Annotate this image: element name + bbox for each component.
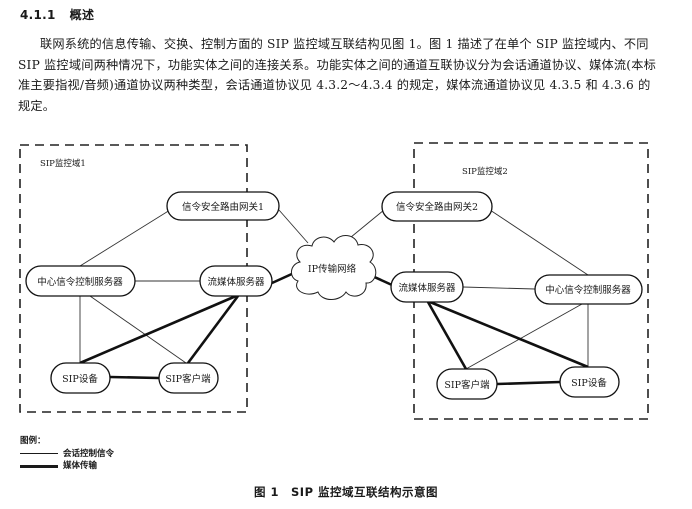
legend-item-control: 会话控制信令 [20,448,114,461]
media-media1-cloud [271,271,295,285]
ip-network-label: IP传输网络 [308,263,357,275]
section-number: 4.1.1 [20,8,56,22]
legend-label-media: 媒体传输 [63,461,98,471]
legend-label-control: 会话控制信令 [63,448,115,459]
node-gateway2: 信令安全路由网关2 [381,191,493,222]
svg-text:流媒体服务器: 流媒体服务器 [207,276,265,288]
node-media-server1: 流媒体服务器 [199,265,273,297]
legend-title: 图例： [20,436,46,446]
svg-text:信令安全路由网关1: 信令安全路由网关1 [182,201,264,213]
svg-text:信令安全路由网关2: 信令安全路由网关2 [396,201,478,213]
link-gw2-center2 [489,209,589,276]
section-heading: 4.1.1 概述 [20,6,94,23]
svg-text:SIP设备: SIP设备 [571,377,607,389]
node-center-server2: 中心信令控制服务器 [534,274,643,305]
svg-text:流媒体服务器: 流媒体服务器 [398,282,456,294]
legend-item-media: 媒体传输 [20,460,114,473]
svg-text:SIP客户端: SIP客户端 [165,373,211,385]
node-sip-device2: SIP设备 [559,366,620,398]
link-center1-client1 [89,295,187,364]
thin-line-swatch [20,453,58,455]
domain2-label: SIP监控域2 [462,166,508,177]
thick-line-swatch [20,464,58,468]
body-paragraph: 联网系统的信息传输、交换、控制方面的 SIP 监控域互联结构见图 1。图 1 描… [18,37,656,113]
media-media2-client2 [426,301,468,370]
control-links-domain1 [79,209,309,364]
svg-text:中心信令控制服务器: 中心信令控制服务器 [545,284,631,296]
link-gw1-cloud [278,209,309,244]
link-media2-center2 [462,286,536,290]
media-device1-client1 [109,375,160,380]
media-media1-client1 [186,295,240,364]
link-center2-client2 [465,303,583,370]
figure-caption: 图 1 SIP 监控域互联结构示意图 [254,485,438,499]
media-media2-device2 [429,300,589,369]
media-links [79,271,589,386]
link-gw1-center1 [79,209,171,267]
node-sip-client1: SIP客户端 [158,362,219,394]
svg-text:SIP客户端: SIP客户端 [444,379,490,391]
node-sip-device1: SIP设备 [50,362,111,394]
node-media-server2: 流媒体服务器 [390,271,464,303]
media-media1-device1 [79,294,237,365]
section-title: 概述 [69,8,95,22]
legend: 图例： 会话控制信令 媒体传输 [20,435,114,473]
domain1-label: SIP监控域1 [40,158,86,169]
node-gateway1: 信令安全路由网关1 [166,191,280,221]
node-center-server1: 中心信令控制服务器 [25,265,136,297]
svg-text:中心信令控制服务器: 中心信令控制服务器 [37,276,123,288]
ip-network-cloud: IP传输网络 [291,235,377,300]
svg-text:SIP设备: SIP设备 [62,373,98,385]
node-sip-client2: SIP客户端 [436,368,498,400]
media-client2-device2 [496,380,561,386]
control-links-domain2 [344,209,589,370]
